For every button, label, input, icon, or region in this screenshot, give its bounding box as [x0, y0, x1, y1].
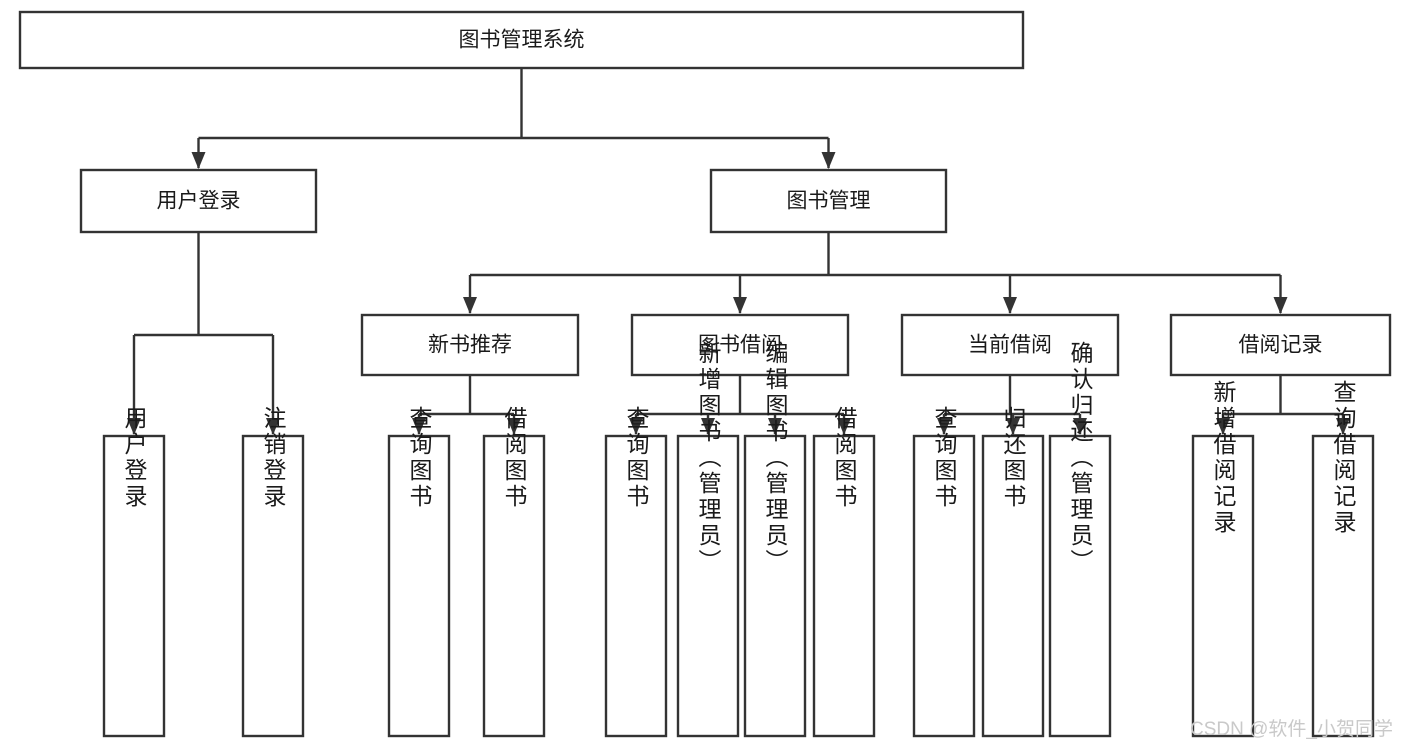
node-leaf-return-book-label: 归还图书: [1000, 406, 1027, 510]
node-current-borrow-label: 当前借阅: [968, 334, 1052, 357]
node-leaf-confirm-return-label: 确认归还（管理员）: [1067, 341, 1094, 575]
node-leaf-user-login-label: 用户登录: [121, 406, 148, 510]
node-leaf-query-record-rect: [1311, 434, 1375, 738]
node-user-login-label: 用户登录: [157, 190, 241, 213]
node-leaf-query-book-2-rect: [604, 434, 668, 738]
arrow-head-icon-l2-1: [821, 152, 836, 169]
node-user-login[interactable]: 用户登录: [79, 168, 318, 234]
arrow-head-icon-leaf-query-book-2: [629, 418, 643, 435]
node-leaf-query-book-3-rect: [912, 434, 976, 738]
node-leaf-borrow-book-1-rect: [482, 434, 546, 738]
node-leaf-add-book-rect: [676, 434, 740, 738]
node-leaf-borrow-book-2[interactable]: 借阅图书: [812, 406, 876, 738]
node-leaf-user-login[interactable]: 用户登录: [102, 406, 166, 738]
arrow-head-icon-leaf-query-record: [1336, 418, 1350, 435]
node-current-borrow-rect: [900, 313, 1120, 377]
node-leaf-query-book-2[interactable]: 查询图书: [604, 406, 668, 738]
node-leaf-logout-rect: [241, 434, 305, 738]
node-leaf-edit-book-label: 编辑图书（管理员）: [762, 341, 789, 575]
node-book-management-label: 图书管理: [787, 190, 871, 213]
arrow-head-icon-leaf-query-book-1: [412, 418, 426, 435]
node-root-book-management-system-rect: [18, 10, 1025, 70]
node-book-borrow-rect: [630, 313, 850, 377]
node-leaf-return-book-rect: [981, 434, 1045, 738]
node-new-book-recommend-label: 新书推荐: [428, 334, 512, 357]
node-borrow-record-label: 借阅记录: [1239, 334, 1323, 357]
node-leaf-query-book-1[interactable]: 查询图书: [387, 406, 451, 738]
node-leaf-confirm-return-rect: [1048, 434, 1112, 738]
node-leaf-edit-book[interactable]: 编辑图书（管理员）: [743, 341, 807, 738]
arrow-head-icon-l3-2: [1003, 297, 1017, 314]
arrow-head-icon-l3-0: [463, 297, 477, 314]
node-leaf-borrow-book-2-rect: [812, 434, 876, 738]
arrow-head-icon-leaf-query-book-3: [937, 418, 951, 435]
node-leaf-borrow-book-1-label: 借阅图书: [501, 406, 528, 510]
arrow-head-icon-l3-3: [1273, 297, 1288, 314]
arrow-head-icon-leaf-add-record: [1216, 418, 1230, 435]
node-root-book-management-system-label: 图书管理系统: [459, 29, 585, 52]
node-borrow-record-rect: [1169, 313, 1392, 377]
node-leaf-add-record[interactable]: 新增借阅记录: [1191, 380, 1255, 738]
node-leaf-query-book-3[interactable]: 查询图书: [912, 406, 976, 738]
node-new-book-recommend-rect: [360, 313, 580, 377]
arrow-head-icon-leaf-borrow-book-1: [507, 418, 521, 435]
node-leaf-borrow-book-1[interactable]: 借阅图书: [482, 406, 546, 738]
node-leaf-query-record-label: 查询借阅记录: [1330, 380, 1357, 536]
node-user-login-rect: [79, 168, 318, 234]
connector-layer: [127, 68, 1350, 435]
arrow-head-icon-leaf-edit-book: [768, 418, 782, 435]
node-layer: 图书管理系统用户登录图书管理新书推荐图书借阅当前借阅借阅记录用户登录注销登录查询…: [18, 10, 1392, 738]
node-leaf-add-record-label: 新增借阅记录: [1210, 380, 1237, 536]
node-book-management[interactable]: 图书管理: [709, 168, 948, 234]
node-leaf-query-book-1-rect: [387, 434, 451, 738]
node-leaf-return-book[interactable]: 归还图书: [981, 406, 1045, 738]
node-leaf-add-record-rect: [1191, 434, 1255, 738]
node-current-borrow[interactable]: 当前借阅: [900, 313, 1120, 377]
arrow-head-icon-leaf-user-login: [127, 418, 141, 435]
node-leaf-query-record[interactable]: 查询借阅记录: [1311, 380, 1375, 738]
node-leaf-user-login-rect: [102, 434, 166, 738]
node-leaf-add-book-label: 新增图书（管理员）: [695, 341, 722, 575]
arrow-head-icon-leaf-logout: [266, 418, 280, 435]
node-book-borrow[interactable]: 图书借阅: [630, 313, 850, 377]
node-borrow-record[interactable]: 借阅记录: [1169, 313, 1392, 377]
node-leaf-edit-book-rect: [743, 434, 807, 738]
node-leaf-query-book-1-label: 查询图书: [406, 406, 433, 510]
node-leaf-logout-label: 注销登录: [260, 406, 287, 510]
arrow-head-icon-leaf-borrow-book-2: [837, 418, 851, 435]
arrow-head-icon-l3-1: [733, 297, 747, 314]
node-book-management-rect: [709, 168, 948, 234]
node-leaf-query-book-3-label: 查询图书: [931, 406, 958, 510]
arrow-head-icon-leaf-return-book: [1006, 418, 1020, 435]
node-leaf-query-book-2-label: 查询图书: [623, 406, 650, 510]
arrow-head-icon-leaf-confirm-return: [1073, 418, 1087, 435]
node-leaf-borrow-book-2-label: 借阅图书: [831, 406, 858, 510]
node-leaf-confirm-return[interactable]: 确认归还（管理员）: [1048, 341, 1112, 738]
node-new-book-recommend[interactable]: 新书推荐: [360, 313, 580, 377]
node-leaf-add-book[interactable]: 新增图书（管理员）: [676, 341, 740, 738]
node-root-book-management-system[interactable]: 图书管理系统: [18, 10, 1025, 70]
node-book-borrow-label: 图书借阅: [698, 334, 782, 357]
arrow-head-icon-leaf-add-book: [701, 418, 715, 435]
node-leaf-logout[interactable]: 注销登录: [241, 406, 305, 738]
arrow-head-icon-l2-0: [191, 152, 206, 169]
